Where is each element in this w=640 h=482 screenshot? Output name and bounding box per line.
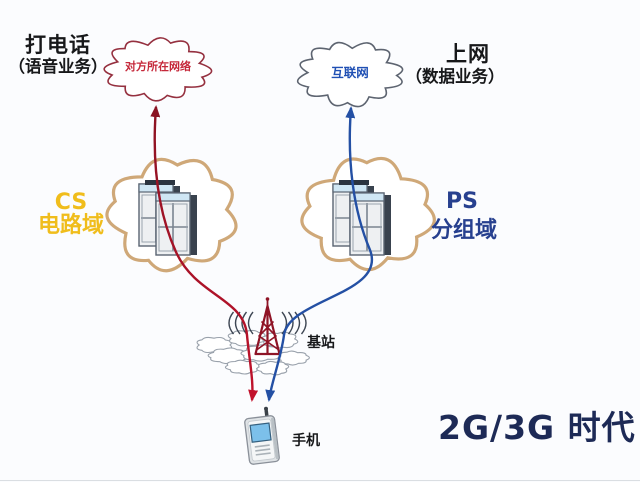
internet-cloud-label: 互联网 bbox=[331, 65, 369, 80]
cs-domain-abbr: CS bbox=[54, 190, 88, 215]
remote-network-cloud bbox=[103, 37, 213, 102]
phone-label: 手机 bbox=[292, 433, 320, 449]
bottom-divider bbox=[0, 480, 640, 481]
ps-domain-label: 分组域 bbox=[430, 218, 497, 243]
data-service-sublabel: （数据业务） bbox=[405, 67, 505, 86]
voice-service-label: 打电话 bbox=[25, 33, 91, 57]
ps-domain-abbr: PS bbox=[446, 189, 478, 214]
phone-icon bbox=[244, 406, 280, 465]
voice-path-arrow bbox=[150, 105, 259, 402]
base-clouds-icon bbox=[196, 329, 310, 376]
era-title: 2G/3G 时代 bbox=[438, 408, 636, 447]
cs-domain-label: 电路域 bbox=[37, 213, 104, 238]
base-station-label: 基站 bbox=[307, 335, 335, 351]
remote-network-cloud-label: 对方所在网络 bbox=[125, 60, 191, 73]
internet-cloud bbox=[296, 41, 404, 108]
voice-service-sublabel: （语音业务） bbox=[8, 57, 108, 76]
data-service-label: 上网 bbox=[446, 42, 490, 66]
data-path-arrow bbox=[265, 106, 374, 402]
